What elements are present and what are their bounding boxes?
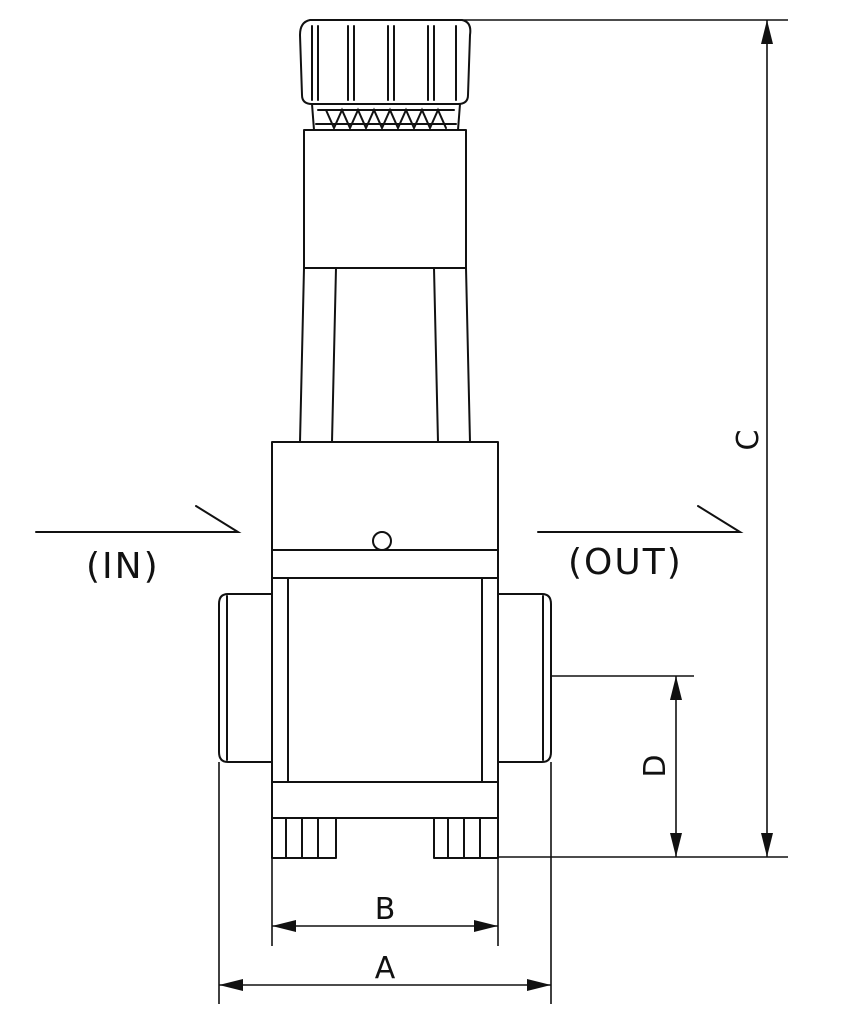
- dimension-a-label: A: [375, 951, 396, 986]
- dimension-c: C: [462, 19, 788, 858]
- inlet-label: (IN): [86, 546, 160, 587]
- dimension-d: D: [551, 675, 694, 857]
- valve-body: [271, 441, 499, 819]
- outlet-flow-marker: (OUT): [537, 505, 744, 583]
- outlet-connection: [497, 593, 552, 763]
- dimension-b-label: B: [375, 892, 396, 927]
- dimension-b: B: [271, 858, 499, 946]
- dimension-d-label: D: [638, 754, 673, 777]
- inlet-flow-marker: (IN): [35, 505, 242, 587]
- bonnet: [299, 129, 471, 443]
- dimension-a: A: [218, 762, 552, 1004]
- mounting-feet: [271, 817, 499, 859]
- outlet-label: (OUT): [568, 542, 683, 583]
- knurled-collar: [311, 103, 461, 131]
- dimension-c-label: C: [731, 430, 766, 451]
- adjustment-knob: [299, 19, 472, 105]
- inlet-connection: [218, 593, 273, 763]
